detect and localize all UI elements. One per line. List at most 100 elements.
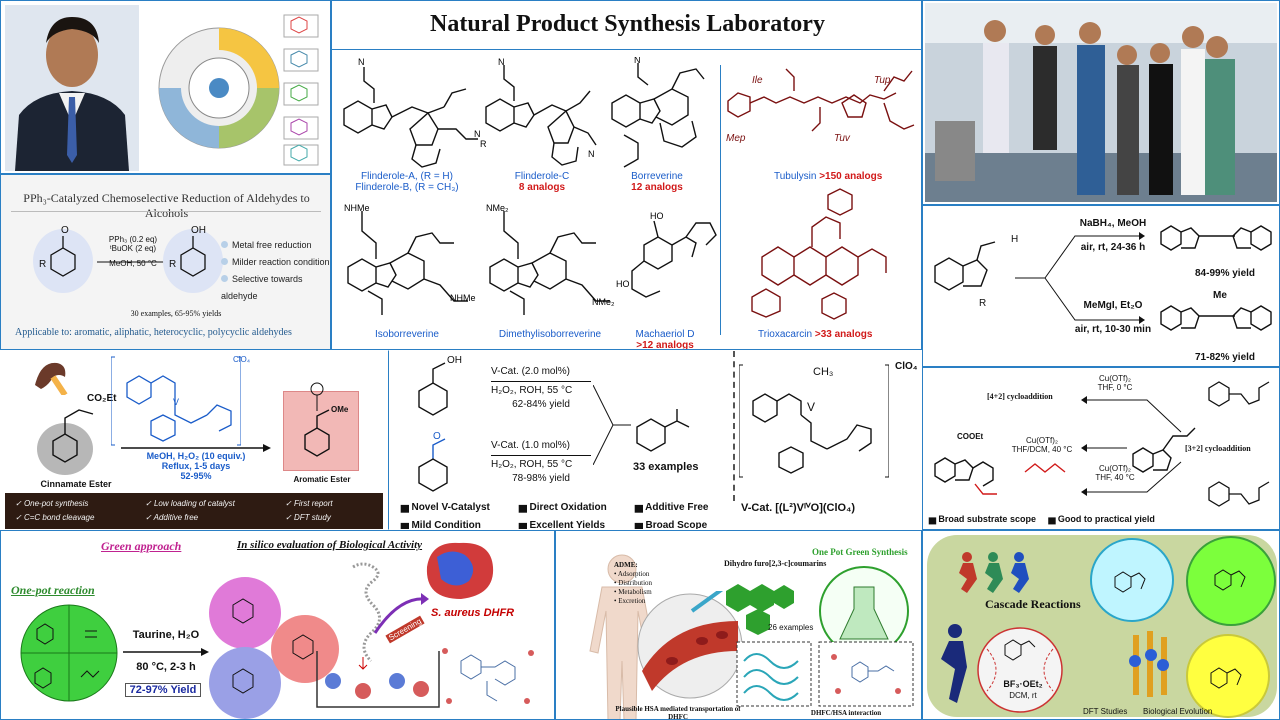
cyclo-arrows bbox=[1081, 396, 1182, 496]
screening-arrow bbox=[373, 593, 429, 634]
bullet-icon bbox=[221, 241, 228, 248]
v-catalyst-name: V-Cat. [(L²)VᴵⱽO](ClO₄) bbox=[741, 502, 856, 514]
lewis-cond: DCM, rt bbox=[1009, 691, 1037, 700]
product-circles bbox=[209, 577, 339, 719]
trioxacarcin-name: Trioxacarcin bbox=[758, 329, 813, 340]
benefit-item: Milder reaction condition bbox=[221, 254, 330, 271]
vanadium-catalyst-structure: V bbox=[111, 356, 241, 446]
cycloaddition-panel: [4+2] cycloaddition [3+2] cycloaddition … bbox=[922, 367, 1280, 530]
flinderole-b-name: Flinderole-B, (R = CH₃) bbox=[355, 182, 459, 193]
protein-surface bbox=[426, 542, 494, 599]
pph3-reduction-panel: PPh₃-Catalyzed Chemoselective Reduction … bbox=[0, 174, 331, 350]
adme-item: • Metabolism bbox=[614, 588, 652, 596]
benefit-item: Selective towards aldehyde bbox=[221, 274, 303, 301]
oxidation-cond-2: H₂O₂, ROH, 55 °C bbox=[491, 459, 573, 470]
vinyl-ketone-structure bbox=[1024, 463, 1066, 473]
bullet-icon bbox=[221, 275, 228, 282]
borreverine-label: Borreverine 12 analogs bbox=[602, 171, 712, 193]
machaeriol-label: Machaeriol D >12 analogs bbox=[610, 329, 720, 349]
green-reagent: Taurine, H₂O bbox=[132, 629, 200, 641]
pph3-conditions: PPh₃ (0.2 eq) ᵗBuOK (2 eq) MeOH, 50 °C bbox=[95, 235, 171, 268]
cyclo-cond-top: Cu(OTf)₂ THF, 0 °C bbox=[1097, 374, 1133, 392]
bullet-icon bbox=[221, 258, 228, 265]
feature-item: ▅ Additive Free bbox=[635, 502, 709, 513]
indole-aldehyde-structure bbox=[934, 241, 996, 291]
hsa-interaction bbox=[818, 641, 914, 707]
dhfc-examples: 26 examples bbox=[768, 623, 814, 632]
page-title: Natural Product Synthesis Laboratory bbox=[430, 11, 825, 37]
alcohol-structure bbox=[163, 229, 223, 293]
bisindole-bottom-structure bbox=[1160, 305, 1272, 331]
indole-bottom-yield: 71-82% yield bbox=[1195, 352, 1256, 363]
borreverine-name: Borreverine bbox=[631, 171, 683, 182]
svg-text:V: V bbox=[807, 400, 815, 414]
dimethylisoborreverine-label: Dimethylisoborreverine bbox=[498, 329, 602, 340]
tubulysin-name: Tubulysin bbox=[774, 171, 817, 182]
target-label: S. aureus DHFR bbox=[431, 607, 515, 619]
svg-text:HO: HO bbox=[650, 211, 664, 221]
cyclo-right-label: [3+2] cycloaddition bbox=[1185, 444, 1251, 453]
tubulysin-ile-label: Ile bbox=[752, 75, 763, 86]
adme-item: • Distribution bbox=[614, 579, 653, 587]
benefit-item: Metal free reduction bbox=[221, 237, 330, 254]
adme-list: ADME: • Adsorption • Distribution • Meta… bbox=[614, 561, 652, 606]
adme-item: • Excretion bbox=[614, 597, 646, 605]
svg-text:N: N bbox=[634, 57, 641, 65]
trioxacarcin-label: Trioxacarcin >33 analogs bbox=[758, 329, 918, 340]
tubulysin-divider bbox=[720, 65, 721, 335]
dimethylisoborreverine-structure: NMe₂ NMe₂ bbox=[486, 203, 615, 315]
natural-products-panel: Natural Product Synthesis Laboratory N R… bbox=[331, 0, 922, 350]
indole-top-yield: 84-99% yield bbox=[1195, 268, 1256, 279]
feature-item: ▅ Mild Condition bbox=[401, 520, 481, 530]
svg-text:R: R bbox=[480, 139, 487, 149]
cyclo-footer: ▅ Broad substrate scope ▅ Good to practi… bbox=[929, 514, 1155, 524]
adme-title: ADME: bbox=[614, 561, 638, 569]
footer-bullet-icon: ▅ bbox=[929, 514, 939, 524]
machaeriol-name: Machaeriol D bbox=[635, 329, 695, 340]
pph3-benefits: Metal free reduction Milder reaction con… bbox=[221, 237, 330, 305]
svg-text:N: N bbox=[588, 149, 595, 159]
svg-text:NMe₂: NMe₂ bbox=[486, 203, 509, 213]
indole-bottom-cond: air, rt, 10-30 min bbox=[1074, 324, 1152, 335]
tubulysin-tup-label: Tup bbox=[874, 75, 891, 86]
alcohol-oh: OH bbox=[191, 225, 206, 236]
green-yield: 72-97% Yield bbox=[125, 683, 201, 697]
pph3-condition-2: ᵗBuOK (2 eq) bbox=[109, 244, 157, 253]
in-silico-label: In silico evaluation of Biological Activ… bbox=[237, 539, 423, 551]
one-pot-label: One-pot reaction bbox=[11, 583, 95, 597]
tubulysin-tuv-label: Tuv bbox=[834, 133, 851, 144]
oxidation-arrow-2 bbox=[491, 455, 591, 456]
cyclo-cond-bottom: Cu(OTf)₂ THF, 40 °C bbox=[1095, 464, 1135, 482]
aldehyde-structure bbox=[33, 229, 93, 293]
feature-item: ✓ First report bbox=[285, 499, 333, 508]
adme-panel: ADME: • Adsorption • Distribution • Meta… bbox=[555, 530, 922, 720]
pph3-condition-1: PPh₃ (0.2 eq) bbox=[108, 235, 158, 244]
dihydro-label: Dihydro furo[2,3-c]coumarins bbox=[724, 559, 827, 568]
oxidation-cat-1: V-Cat. (2.0 mol%) bbox=[491, 366, 570, 377]
cinnamate-label: Cinnamate Ester bbox=[40, 479, 112, 489]
vanadium-oxidation-panel: OH O V-Cat. (2.0 mol%) H₂O₂, ROH, 55 °C … bbox=[388, 350, 922, 530]
portrait-photo bbox=[5, 5, 139, 171]
green-synthesis-panel: Green approach In silico evaluation of B… bbox=[0, 530, 555, 720]
carbazole-product-structure bbox=[934, 457, 997, 495]
cinnamate-structure bbox=[37, 409, 94, 475]
indole-h: H bbox=[1011, 234, 1019, 245]
oxidation-merge-arrows bbox=[593, 385, 631, 465]
aromatic-ome: OMe bbox=[331, 405, 349, 414]
runners-icon bbox=[959, 552, 1029, 593]
feature-item: ✓ Additive free bbox=[145, 513, 199, 522]
baseball-reagent bbox=[977, 627, 1063, 713]
indole-top-cond: air, rt, 24-36 h bbox=[1080, 242, 1146, 253]
docking-beaker bbox=[316, 562, 440, 708]
vanadium-left-conditions: MeOH, H₂O₂ (10 equiv.) Reflux, 1-5 days … bbox=[131, 451, 261, 481]
feature-item: ✓ One-pot synthesis bbox=[15, 499, 89, 508]
plausible-label: Plausible HSA mediated transportation of… bbox=[615, 705, 741, 720]
indole-panel: H R NaBH₄, MeOH air, rt, 24-36 h MeMgI, … bbox=[922, 205, 1280, 367]
interaction-diagram bbox=[442, 648, 534, 704]
oxidation-divider bbox=[733, 351, 735, 501]
dhfc-structure bbox=[726, 584, 794, 635]
aromatic-ester-label: Aromatic Ester bbox=[293, 475, 351, 484]
cascade-title: Cascade Reactions bbox=[985, 597, 1081, 611]
green-cond: 80 °C, 2-3 h bbox=[136, 661, 196, 673]
cyclo-top-label: [4+2] cycloaddition bbox=[987, 392, 1053, 401]
